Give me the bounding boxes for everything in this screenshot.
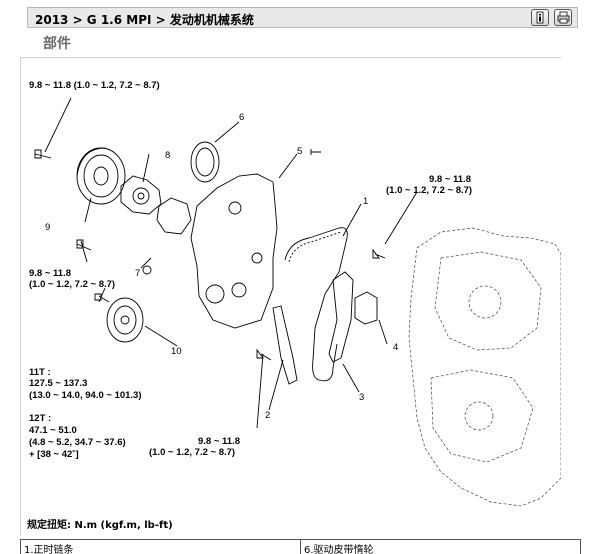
callout-8: 8	[165, 150, 171, 161]
torque-11t-label: 11T :	[29, 367, 51, 378]
callout-10: 10	[171, 346, 182, 357]
parts-table-cell-2: 6.驱动皮带惰轮	[301, 540, 581, 554]
torque-label-mid-left-line2: (1.0 ~ 1.2, 7.2 ~ 8.7)	[29, 279, 116, 290]
torque-unit-note: 规定扭矩: N.m (kgf.m, lb-ft)	[27, 520, 173, 531]
exploded-view-drawing	[34, 97, 561, 507]
callout-6: 6	[239, 112, 245, 123]
print-button[interactable]	[554, 9, 572, 26]
torque-12t-extra: + [38 ~ 42˚]	[29, 449, 79, 460]
top-bar: 2013 > G 1.6 MPI > 发动机机械系统	[27, 7, 578, 28]
torque-label-right-line2: (1.0 ~ 1.2, 7.2 ~ 8.7)	[386, 185, 473, 196]
callout-4: 4	[393, 342, 399, 353]
callout-1: 1	[363, 196, 369, 207]
callout-3: 3	[359, 392, 365, 403]
torque-label-top-left: 9.8 ~ 11.8 (1.0 ~ 1.2, 7.2 ~ 8.7)	[29, 80, 160, 91]
callout-5: 5	[297, 146, 303, 157]
info-icon	[536, 11, 544, 24]
torque-12t-units: (4.8 ~ 5.2, 34.7 ~ 37.6)	[29, 437, 126, 448]
callout-9: 9	[45, 222, 51, 233]
torque-12t-value: 47.1 ~ 51.0	[29, 425, 77, 436]
info-button[interactable]	[531, 9, 549, 26]
torque-11t-value: 127.5 ~ 137.3	[29, 378, 88, 389]
torque-label-bottom-line2: (1.0 ~ 1.2, 7.2 ~ 8.7)	[149, 447, 236, 458]
printer-icon	[557, 11, 570, 24]
section-title: 部件	[43, 36, 71, 52]
torque-label-right-line1: 9.8 ~ 11.8	[429, 174, 471, 185]
components-diagram: 9.8 ~ 11.8 (1.0 ~ 1.2, 7.2 ~ 8.7) 9.8 ~ …	[20, 57, 561, 536]
callout-7: 7	[135, 268, 141, 279]
breadcrumb: 2013 > G 1.6 MPI > 发动机机械系统	[35, 13, 254, 27]
parts-table-cell-1: 1.正时链条	[21, 540, 301, 554]
torque-12t-label: 12T :	[29, 413, 52, 424]
torque-11t-units: (13.0 ~ 14.0, 94.0 ~ 101.3)	[29, 390, 142, 401]
torque-label-mid-left-line1: 9.8 ~ 11.8	[29, 268, 71, 279]
parts-table: 1.正时链条 6.驱动皮带惰轮	[20, 539, 581, 554]
callout-2: 2	[265, 410, 271, 421]
torque-label-bottom-line1: 9.8 ~ 11.8	[198, 436, 240, 447]
